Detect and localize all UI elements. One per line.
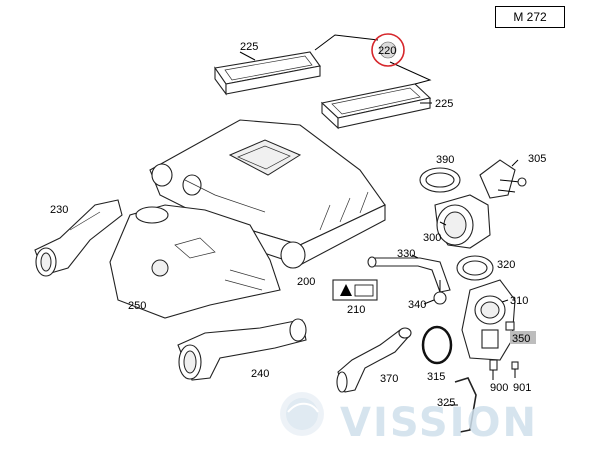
leader-305 xyxy=(511,159,519,167)
callout-210: 210 xyxy=(347,304,365,316)
callout-390: 390 xyxy=(436,154,454,166)
callout-bg-220 xyxy=(379,41,397,59)
callout-310: 310 xyxy=(510,295,528,307)
leader-225a xyxy=(239,51,256,61)
callout-330: 330 xyxy=(397,248,415,260)
hose-330[interactable] xyxy=(367,256,451,293)
seal-325[interactable] xyxy=(454,377,477,433)
intake-duct-240[interactable] xyxy=(177,318,307,381)
bolt-900[interactable] xyxy=(489,359,498,380)
air-filter-bottom[interactable] xyxy=(320,83,432,130)
housing-310[interactable] xyxy=(461,279,516,361)
engine-code-box: M 272 xyxy=(495,6,565,28)
part-350[interactable] xyxy=(505,321,536,344)
bolt-901[interactable] xyxy=(511,361,519,378)
watermark-globe xyxy=(280,392,324,436)
ring-390[interactable] xyxy=(419,167,461,193)
callout-325: 325 xyxy=(437,397,455,409)
leader-330 xyxy=(411,254,419,259)
callout-350: 350 xyxy=(512,333,530,345)
callout-250: 250 xyxy=(128,300,146,312)
callout-315: 315 xyxy=(427,371,445,383)
warning-label xyxy=(332,279,378,301)
actuator-305[interactable] xyxy=(479,159,527,199)
clip-340[interactable] xyxy=(433,280,447,305)
callout-370: 370 xyxy=(380,373,398,385)
highlight-220 xyxy=(371,33,405,67)
callout-220: 220 xyxy=(378,45,396,57)
throttle-body-300[interactable] xyxy=(434,194,491,249)
intake-duct-230[interactable] xyxy=(34,199,123,277)
callout-225-bottom: 225 xyxy=(435,98,453,110)
callout-901: 901 xyxy=(513,382,531,394)
callout-230: 230 xyxy=(50,204,68,216)
leader-220-a xyxy=(314,34,379,51)
engine-cover[interactable] xyxy=(109,204,281,319)
callout-300: 300 xyxy=(423,232,441,244)
engine-code: M 272 xyxy=(513,10,547,24)
leader-300 xyxy=(439,221,447,226)
air-filter-top[interactable] xyxy=(214,51,321,96)
callout-240: 240 xyxy=(251,368,269,380)
callout-200: 200 xyxy=(297,276,315,288)
callout-305: 305 xyxy=(528,153,546,165)
leader-220-b xyxy=(389,61,432,85)
watermark: VISSION xyxy=(340,400,539,446)
callout-340: 340 xyxy=(408,299,426,311)
callout-225-top: 225 xyxy=(240,41,258,53)
callout-320: 320 xyxy=(497,259,515,271)
callout-900: 900 xyxy=(490,382,508,394)
hose-370[interactable] xyxy=(336,327,412,393)
leader-340 xyxy=(423,299,435,305)
ring-320[interactable] xyxy=(456,255,494,281)
leader-310 xyxy=(501,299,509,303)
gasket-315[interactable] xyxy=(421,325,453,365)
